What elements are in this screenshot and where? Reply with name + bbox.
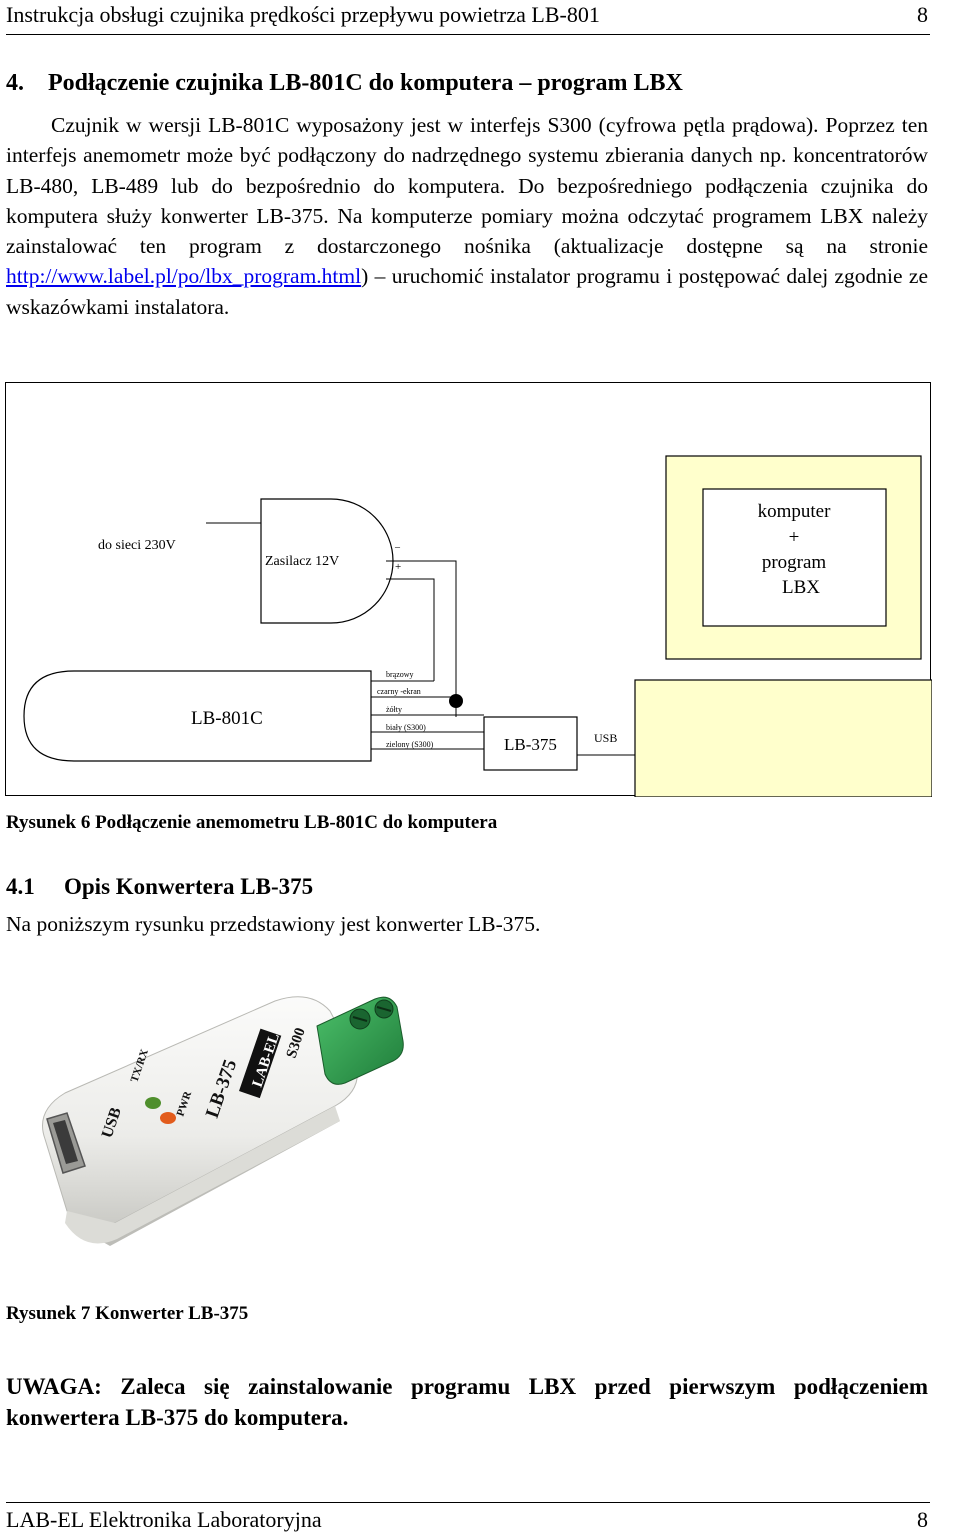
converter-label: LB-375 (504, 735, 557, 754)
terminal-block (316, 996, 404, 1085)
wire-label-yellow: żółty (386, 705, 402, 714)
usb-label: USB (594, 731, 617, 745)
section-number: 4. (6, 70, 24, 96)
paragraph-text-end: ) – uruchomić instalator programu i post… (6, 264, 928, 319)
section-paragraph: Czujnik w wersji LB-801C wyposażony jest… (6, 110, 928, 322)
figure7-caption: Rysunek 7 Konwerter LB-375 (6, 1303, 249, 1324)
diagram-canvas: komputer + program LBX Zasilacz 12V – + … (23, 455, 932, 797)
computer-label-3: program (762, 552, 827, 573)
psu-minus: – (394, 542, 401, 553)
subsection-heading: 4.1 Opis Konwertera LB-375 (6, 874, 313, 900)
page-header: Instrukcja obsługi czujnika prędkości pr… (6, 0, 930, 35)
paragraph-text: Czujnik w wersji LB-801C wyposażony jest… (6, 113, 928, 259)
subsection-intro: Na poniższym rysunku przedstawiony jest … (6, 912, 541, 936)
header-title: Instrukcja obsługi czujnika prędkości pr… (6, 2, 600, 27)
section-title: Podłączenie czujnika LB-801C do komputer… (48, 70, 683, 96)
psu-label: Zasilacz 12V (265, 554, 339, 569)
footer-page-number: 8 (917, 1507, 928, 1532)
lb375-converter (483, 716, 578, 771)
lb801c-sensor (23, 670, 372, 762)
connection-diagram: komputer + program LBX Zasilacz 12V – + … (5, 382, 932, 797)
txrx-led (145, 1097, 161, 1109)
section-heading: 4. Podłączenie czujnika LB-801C do komput… (6, 70, 683, 97)
sensor-label: LB-801C (191, 708, 263, 729)
lbx-download-link[interactable]: http://www.label.pl/po/lbx_program.html (6, 264, 362, 289)
mains-label: do sieci 230V (98, 538, 176, 553)
wire-label-green: zielony (S300) (386, 740, 434, 749)
computer-base (634, 679, 932, 797)
shield-terminal (449, 694, 463, 708)
psu-plus: + (395, 561, 401, 573)
lb375-photo-canvas: USB TX/RX PWR LB-375 LAB-EL S300 (42, 996, 404, 1246)
wire-label-white: biały (S300) (386, 723, 426, 732)
subsection-number: 4.1 (6, 874, 35, 899)
page-footer: LAB-EL Elektronika Laboratoryjna 8 (6, 1502, 930, 1539)
pwr-led (160, 1112, 176, 1124)
computer-label-1: komputer (758, 501, 831, 522)
lb375-photo: USB TX/RX PWR LB-375 LAB-EL S300 (5, 971, 418, 1289)
computer-label-2: + (789, 527, 800, 548)
power-supply (260, 498, 394, 624)
monitor-screen (702, 488, 887, 627)
footer-title: LAB-EL Elektronika Laboratoryjna (6, 1507, 322, 1532)
warning-note: UWAGA: Zaleca się zainstalowanie program… (6, 1374, 928, 1430)
header-page-number: 8 (917, 2, 928, 27)
wire-label-black: czarny -ekran (377, 687, 421, 696)
subsection-title: Opis Konwertera LB-375 (64, 874, 314, 899)
figure6-caption: Rysunek 6 Podłączenie anemometru LB-801C… (6, 812, 498, 833)
label-logo-box (239, 1028, 282, 1099)
computer-label-4: LBX (782, 577, 820, 598)
wire-label-brown: brązowy (386, 670, 414, 679)
